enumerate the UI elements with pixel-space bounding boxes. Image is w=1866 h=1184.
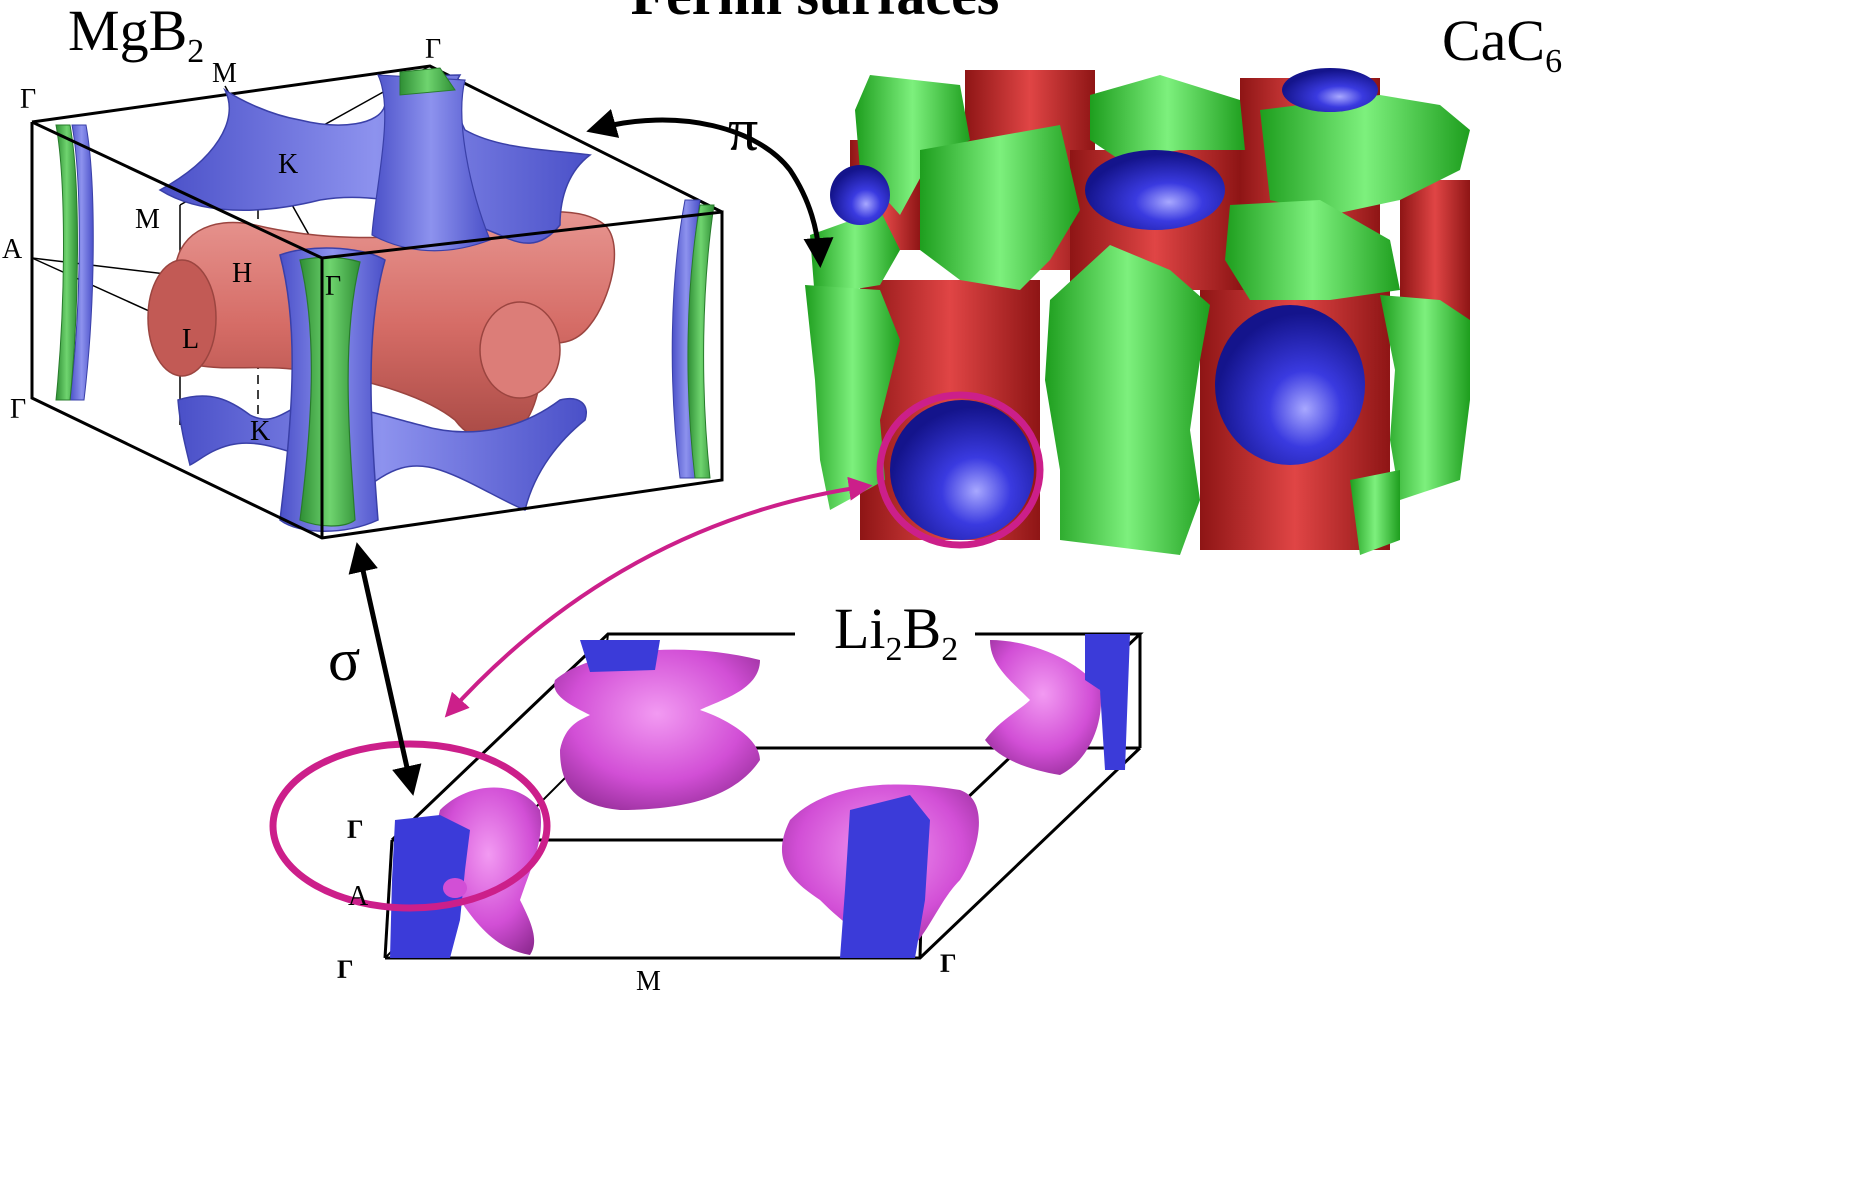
- li2b2-label-sub2: 2: [941, 631, 958, 668]
- li2b2-magenta-pocket-back: [554, 649, 760, 810]
- cac6-green-sheet-3: [920, 125, 1080, 290]
- cac6-highlight-circle: [876, 391, 1044, 549]
- mgb2-point-l-mid: L: [182, 324, 199, 355]
- mgb2-sigma-green-back: [399, 67, 456, 96]
- li2b2-magenta-pocket-right: [985, 640, 1101, 775]
- mgb2-point-a-left: A: [2, 234, 23, 265]
- figure-title: Fermi surfaces: [631, 0, 1000, 27]
- mgb2-sigma-blue-back: [371, 74, 491, 252]
- mgb2-pi-tube-end-left: [147, 259, 217, 377]
- mgb2-sigma-blue-left: [69, 124, 94, 401]
- li2b2-blue-pocket-back: [580, 640, 660, 672]
- mgb2-point-k-bottom: K: [250, 416, 270, 447]
- mgb2-pi-tube-end-right: [479, 301, 561, 399]
- sigma-arrow: [348, 542, 422, 796]
- mgb2-point-m-top: M: [212, 58, 237, 89]
- cac6-blue-pocket-highlighted: [890, 400, 1034, 540]
- cac6-fermi-surface: [805, 68, 1470, 555]
- li2b2-brillouin-zone: Γ A Γ M Γ: [269, 632, 1144, 997]
- cac6-blue-pocket-top: [1085, 150, 1225, 230]
- mgb2-point-gamma-bottom-left: Γ: [10, 394, 26, 425]
- li2b2-box-left-vertical: [383, 839, 394, 959]
- li2b2-point-m-bottom: M: [636, 966, 661, 997]
- li2b2-blue-pocket-right: [1085, 634, 1130, 770]
- pi-label: π: [728, 97, 758, 163]
- cac6-label-sub: 6: [1545, 43, 1562, 80]
- sigma-label: σ: [328, 627, 360, 693]
- cac6-green-sheet-9: [1380, 295, 1470, 500]
- cac6-green-sheet-2: [1090, 75, 1245, 160]
- li2b2-label-sub1: 2: [886, 631, 903, 668]
- mgb2-point-gamma-center: Γ: [325, 271, 341, 302]
- li2b2-point-gamma-bottom-right: Γ: [940, 949, 957, 978]
- li2b2-point-gamma-bottom-left: Γ: [337, 955, 354, 984]
- cac6-green-sheet-8: [1045, 245, 1210, 555]
- cac6-blue-pocket-left: [830, 165, 890, 225]
- li2b2-point-a-left: A: [348, 881, 369, 912]
- pi-arrow: [586, 109, 834, 268]
- cac6-blue-pocket-right: [1215, 305, 1365, 465]
- cac6-label: CaC6: [1442, 8, 1562, 80]
- cac6-green-sheet-5: [1225, 200, 1400, 300]
- mgb2-sigma-green-left: [55, 124, 78, 401]
- li2b2-label-part2: B: [903, 596, 942, 661]
- mgb2-brillouin-zone: Γ Γ M K M A H L Γ Γ K: [2, 34, 724, 540]
- mgb2-label-sub: 2: [187, 33, 204, 70]
- li2b2-label-part1: Li: [834, 596, 886, 661]
- li2b2-blue-pocket-left: [390, 815, 470, 958]
- mgb2-label-base: MgB: [68, 0, 187, 63]
- cac6-label-base: CaC: [1442, 8, 1545, 73]
- mgb2-point-k-mid: K: [278, 149, 298, 180]
- mgb2-point-h-mid: H: [232, 258, 252, 289]
- li2b2-magenta-dot-left: [443, 878, 467, 898]
- li2b2-point-gamma-left: Γ: [347, 815, 364, 844]
- cac6-green-sheet-7: [805, 285, 900, 510]
- mgb2-pi-web-top: [158, 74, 592, 244]
- highlight-connector-arrow: [444, 476, 873, 718]
- li2b2-blue-pocket-front: [840, 795, 930, 958]
- cac6-blue-pocket-top-right: [1282, 68, 1378, 112]
- mgb2-point-m-left: M: [135, 204, 160, 235]
- mgb2-point-gamma-top-left: Γ: [20, 84, 36, 115]
- cac6-green-sheet-4: [1260, 95, 1470, 215]
- cac6-green-sheet-10: [1350, 470, 1400, 555]
- mgb2-point-gamma-top-right: Γ: [425, 34, 441, 65]
- mgb2-label: MgB2: [68, 0, 204, 70]
- mgb2-sigma-green-front: [299, 256, 361, 527]
